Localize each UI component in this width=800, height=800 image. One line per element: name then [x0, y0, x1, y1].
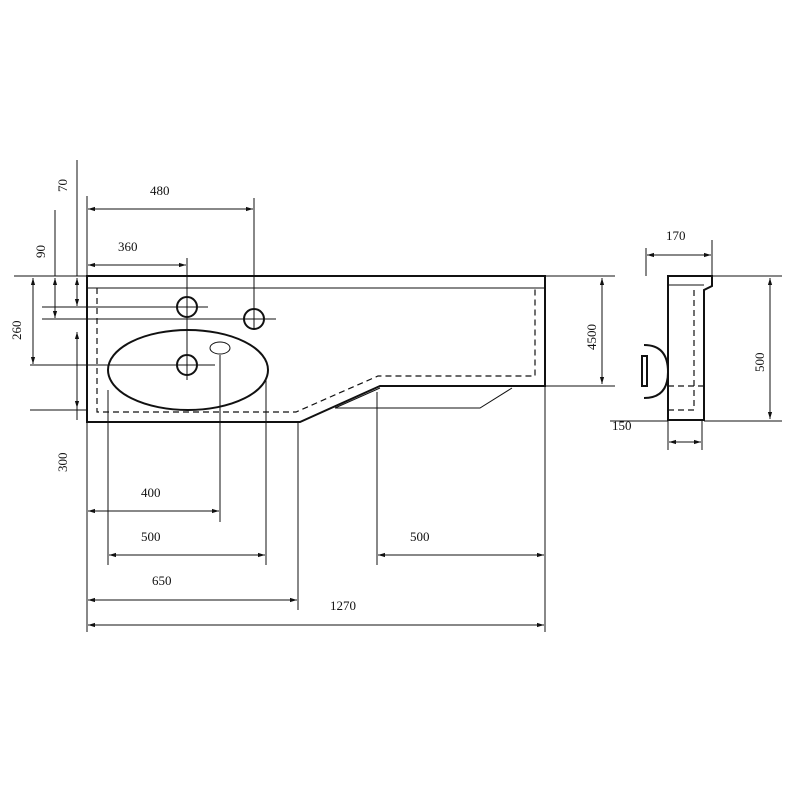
dim-360: 360 [118, 239, 138, 254]
side-bowl-bump [643, 344, 670, 399]
dim-400: 400 [141, 485, 161, 500]
inner-dashed-contour [96, 288, 536, 413]
dim-480: 480 [150, 183, 170, 198]
basin-bowl [107, 329, 269, 411]
dim-150: 150 [612, 418, 632, 433]
dim-500-left: 500 [141, 529, 161, 544]
side-drain [641, 355, 648, 387]
side-profile [667, 275, 713, 421]
side-view: 170 500 150 [610, 228, 782, 450]
dim-650: 650 [152, 573, 172, 588]
dim-1270: 1270 [330, 598, 356, 613]
dim-300: 300 [55, 453, 70, 473]
dim-500-right: 500 [410, 529, 430, 544]
shelf-edge [334, 387, 381, 409]
dim-170: 170 [666, 228, 686, 243]
dim-90: 90 [33, 245, 48, 258]
dim-4500: 4500 [584, 324, 599, 350]
dim-260: 260 [9, 321, 24, 341]
basin-outline [86, 275, 546, 423]
dim-70: 70 [55, 179, 70, 192]
dim-500-side: 500 [752, 353, 767, 373]
side-inner-dashed [668, 290, 695, 411]
cabinet-shelf [335, 387, 513, 409]
front-view: 480 360 400 500 500 650 1270 70 90 260 3… [9, 160, 615, 632]
overflow-hole [209, 341, 231, 355]
